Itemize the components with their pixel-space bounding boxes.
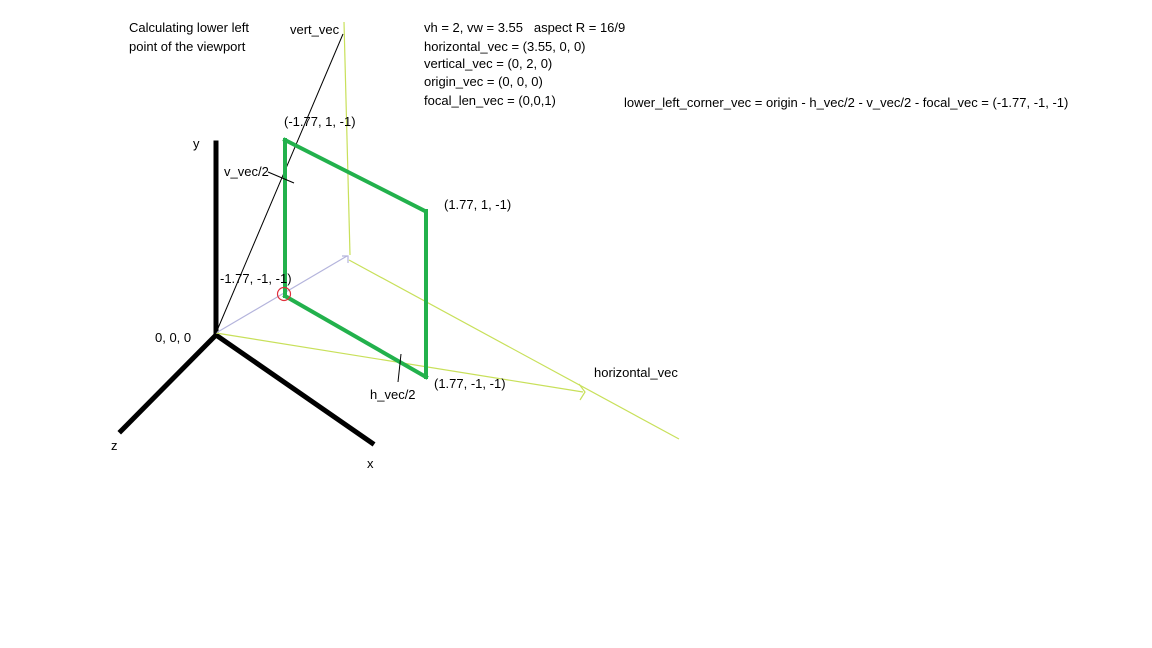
x-axis [212,331,376,447]
diagram-title: Calculating lower left point of the view… [129,20,249,54]
viewport-top-edge [282,137,428,214]
h-half-tick [397,353,402,383]
param-line-origin: origin_vec = (0, 0, 0) [424,74,543,89]
v-half-tick [267,171,295,184]
title-line-2: point of the viewport [129,39,246,54]
corner-bottom-left-label: -1.77, -1, -1) [220,271,292,286]
horizontal-vec-arrowhead [578,383,586,401]
title-line-1: Calculating lower left [129,20,249,35]
world-axes [117,140,376,447]
viewport-bottom-edge [282,293,429,380]
lower-left-formula: lower_left_corner_vec = origin - h_vec/2… [624,95,1068,110]
horizontal-vec-label: horizontal_vec [594,365,678,380]
v-half-label: v_vec/2 [224,164,269,179]
corner-top-right-label: (1.77, 1, -1) [444,197,511,212]
vert-vec-line [343,21,351,256]
focal-vec-arrowhead [342,255,349,263]
half-vector-ticks [267,171,402,383]
x-axis-label: x [367,456,374,471]
z-axis-label: z [111,438,118,453]
param-line-focal: focal_len_vec = (0,0,1) [424,93,556,108]
corner-top-left-label: (-1.77, 1, -1) [284,114,356,129]
z-axis [117,331,220,435]
h-half-label: h_vec/2 [370,387,416,402]
origin-diagonal-line [215,33,344,334]
lower-left-corner-marker [276,286,292,302]
viewport-rectangle [282,137,429,380]
focal-vec-line [215,255,348,334]
param-line-vertical: vertical_vec = (0, 2, 0) [424,56,552,71]
focal-plane-diagonal [348,259,680,440]
param-line-dimensions: vh = 2, vw = 3.55 aspect R = 16/9 [424,20,625,35]
parameter-block: vh = 2, vw = 3.55 aspect R = 16/9 horizo… [424,20,625,108]
corner-bottom-right-label: (1.77, -1, -1) [434,376,506,391]
origin-label: 0, 0, 0 [155,330,191,345]
vert-vec-label: vert_vec [290,22,340,37]
focal-vector [215,255,349,334]
param-line-horizontal: horizontal_vec = (3.55, 0, 0) [424,39,586,54]
y-axis-label: y [193,136,200,151]
